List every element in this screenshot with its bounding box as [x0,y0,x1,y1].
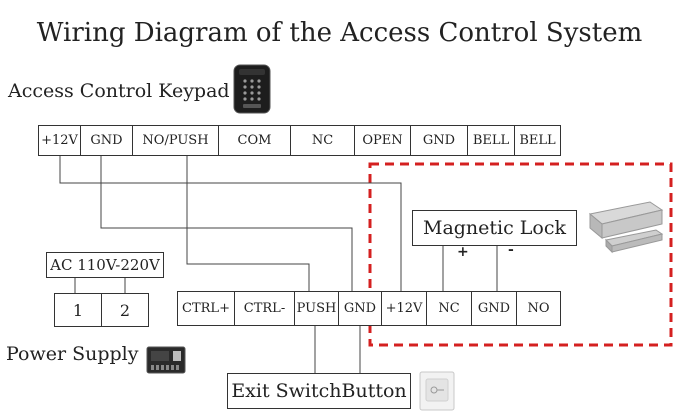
keypad-terminal-nc: NC [290,125,355,156]
keypad-terminal-bell-1: BELL [467,125,515,156]
keypad-terminal-bell-2: BELL [514,125,561,156]
magnetic-lock-box: Magnetic Lock [412,210,577,246]
lock-wiring-region [368,162,673,347]
magnetic-lock-device-icon [588,201,664,254]
wire-keypad-push [186,155,310,291]
psu-terminal-no: NO [516,291,561,326]
magnetic-lock-minus: - [508,242,514,258]
psu-terminal-nc: NC [426,291,472,326]
power-supply-device-icon [146,346,186,374]
psu-terminal-gnd-2: GND [471,291,517,326]
psu-terminal-push: PUSH [294,291,339,326]
wire-keypad-gnd [100,155,353,291]
wire-keypad-12v [59,155,402,291]
psu-terminal-ctrl-minus: CTRL- [234,291,295,326]
power-supply-label: Power Supply [6,343,139,365]
ac-input-box: AC 110V-220V [46,252,164,278]
psu-terminal-12v: +12V [381,291,427,326]
exit-switch-box: Exit SwitchButton [227,373,411,409]
ac-input-label: AC 110V-220V [50,256,160,274]
magnetic-lock-label: Magnetic Lock [422,217,567,239]
keypad-terminal-gnd-2: GND [410,125,468,156]
exit-switch-label: Exit SwitchButton [231,380,407,402]
keypad-terminal-12v: +12V [38,125,81,156]
psu-input-terminal-1: 1 [54,293,102,327]
keypad-device-icon [233,64,271,114]
magnetic-lock-plus: + [457,244,469,260]
keypad-terminal-gnd: GND [80,125,133,156]
psu-terminal-gnd: GND [338,291,382,326]
keypad-terminal-open: OPEN [354,125,411,156]
exit-switch-device-icon [419,371,455,411]
psu-terminal-ctrl-plus: CTRL+ [177,291,235,326]
diagram-title: Wiring Diagram of the Access Control Sys… [36,18,643,48]
keypad-terminal-com: COM [218,125,291,156]
psu-input-terminal-2: 2 [101,293,149,327]
keypad-terminal-no-push: NO/PUSH [132,125,219,156]
keypad-label: Access Control Keypad [8,80,230,102]
